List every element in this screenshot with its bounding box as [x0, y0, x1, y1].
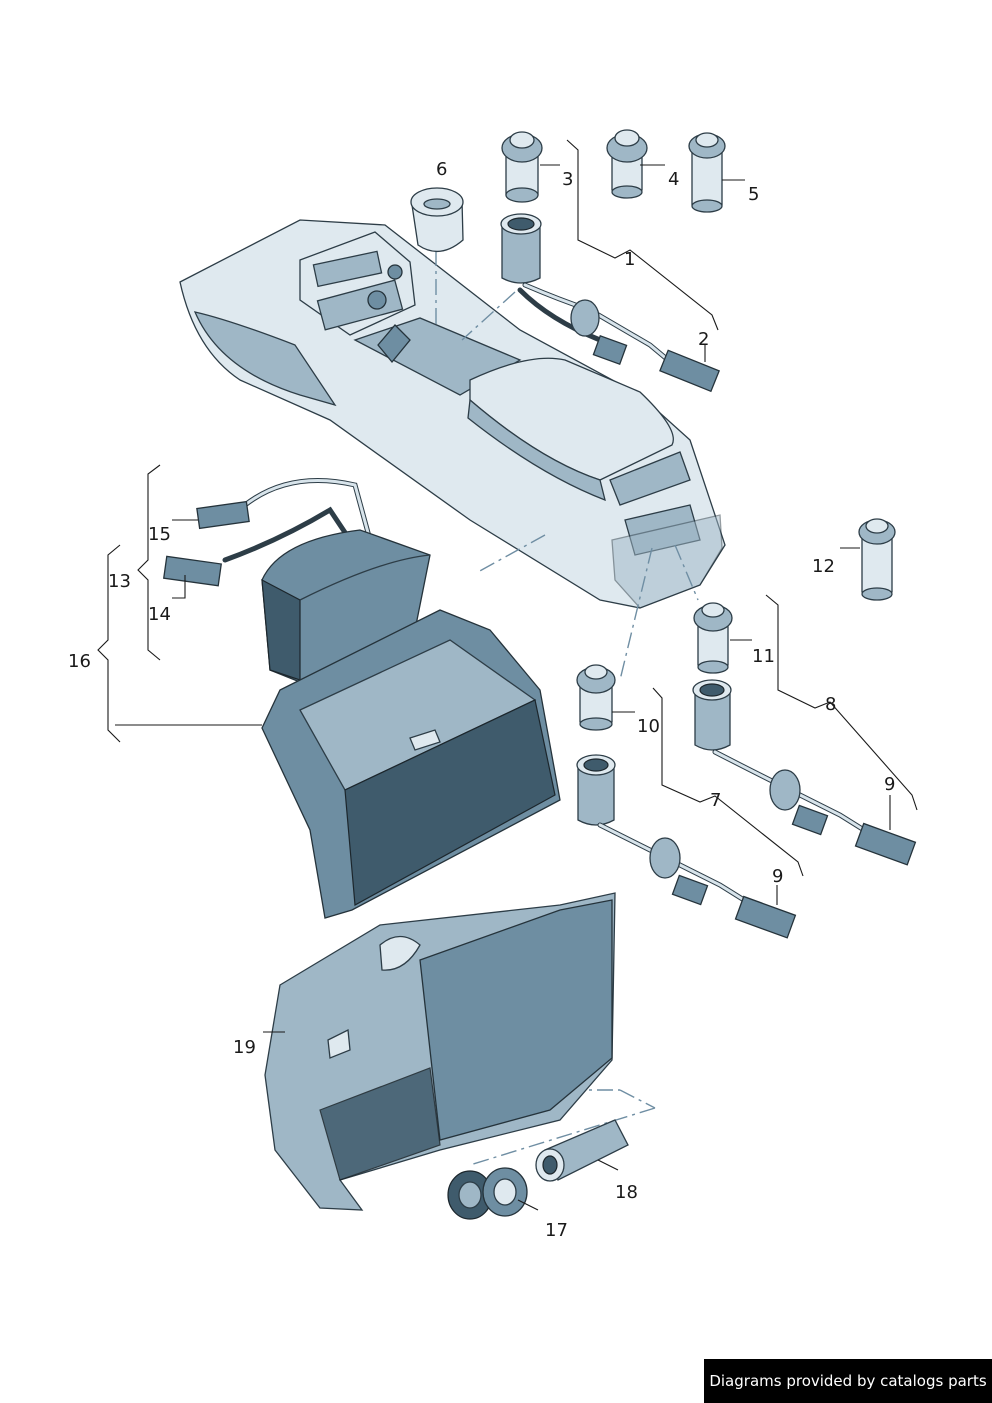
plug-part-10: [576, 664, 616, 731]
callout-labels: 1 2 3 4 5 6 7 8 9 9 10 11 12 13 14 15 16…: [68, 159, 895, 1241]
plug-part-3: [501, 131, 543, 203]
center-console: [179, 219, 726, 609]
callout-3: 3: [562, 169, 573, 190]
callout-7: 7: [710, 790, 721, 811]
plug-part-4: [606, 129, 648, 199]
socket-part-18: [535, 1119, 629, 1182]
callout-10: 10: [637, 716, 660, 737]
callout-14: 14: [148, 604, 171, 625]
socket-harness-part-9-right: [692, 679, 917, 866]
plug-part-11: [693, 602, 733, 674]
callout-8: 8: [825, 694, 836, 715]
retainer-rings-part-17: [447, 1167, 528, 1220]
callout-18: 18: [615, 1182, 638, 1203]
leader-lines: [97, 139, 918, 1211]
connector-part-14: [162, 555, 222, 587]
control-module-part-13: [222, 478, 431, 683]
callout-19: 19: [233, 1037, 256, 1058]
bracket-part-16: [261, 609, 561, 919]
trim-panel-part-19: [264, 892, 616, 1211]
callout-6: 6: [436, 159, 447, 180]
callout-2: 2: [698, 329, 709, 350]
callout-13: 13: [108, 571, 131, 592]
callout-9-right: 9: [884, 774, 895, 795]
connector-part-15: [196, 500, 250, 530]
plug-part-12: [858, 518, 896, 601]
callout-15: 15: [148, 524, 171, 545]
callout-5: 5: [748, 184, 759, 205]
callout-9-lower: 9: [772, 866, 783, 887]
callout-11: 11: [752, 646, 775, 667]
credit-text: Diagrams provided by catalogs parts: [709, 1372, 987, 1390]
credit-banner: Diagrams provided by catalogs parts: [704, 1359, 992, 1403]
callout-16: 16: [68, 651, 91, 672]
plug-part-5: [688, 132, 726, 213]
gear-knob-part-6: [410, 187, 464, 252]
callout-1: 1: [624, 249, 635, 270]
socket-harness-part-2: [500, 213, 721, 393]
callout-12: 12: [812, 556, 835, 577]
callout-4: 4: [668, 169, 679, 190]
socket-harness-part-9-lower: [576, 754, 797, 939]
callout-17: 17: [545, 1220, 568, 1241]
